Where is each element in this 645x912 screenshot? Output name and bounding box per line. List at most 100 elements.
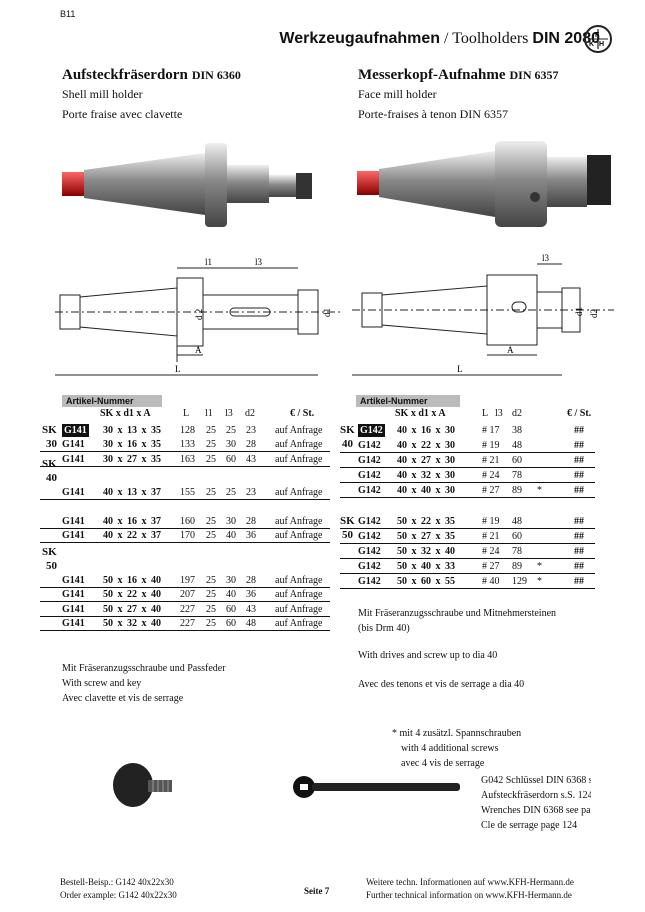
length-L: 207 [180, 589, 195, 600]
size-value: 40 x 40 x 30 [397, 485, 455, 496]
price: auf Anfrage [275, 618, 323, 629]
size-value: 50 x 22 x 40 [103, 589, 161, 600]
shell-mill-holder-drawing: l1 l3 d 2 d1 A L [55, 257, 340, 376]
right-notes-en: With drives and screw up to dia 40 [358, 650, 498, 661]
price: ## [574, 440, 584, 451]
sk-label: SK [42, 424, 57, 436]
length-l3: 60 [226, 604, 236, 615]
right-notes-fr: Avec des tenons et vis de serrage a dia … [358, 679, 525, 690]
size-value: 50 x 27 x 40 [103, 604, 161, 615]
wrench-photo [293, 776, 460, 798]
svg-text:F: F [595, 32, 600, 39]
size-value: 50 x 16 x 40 [103, 575, 161, 586]
article-code: G142 [358, 531, 381, 542]
svg-text:l1: l1 [205, 257, 212, 267]
length-l1: 25 [206, 575, 216, 586]
star-marker: * [537, 576, 542, 587]
diameter-d2: 43 [246, 604, 256, 615]
svg-text:l3: l3 [542, 253, 550, 263]
length-L: # 19 [482, 440, 500, 451]
article-code: G141 [62, 424, 89, 437]
length-l3: 89 [512, 485, 522, 496]
price: ## [574, 576, 584, 587]
length-l3: 60 [226, 618, 236, 629]
length-L: # 21 [482, 531, 500, 542]
size-value: 30 x 13 x 35 [103, 425, 161, 436]
length-L: 160 [180, 516, 195, 527]
face-mill-holder-drawing: l3 d2 d1 A L [352, 253, 614, 376]
price: auf Anfrage [275, 530, 323, 541]
right-notes-de: Mit Fräseranzugsschraube und Mitnehmerst… [358, 608, 557, 634]
price: ## [574, 485, 584, 496]
price: auf Anfrage [275, 439, 323, 450]
length-l1: 25 [206, 516, 216, 527]
article-code: G141 [62, 487, 85, 498]
article-code: G142 [358, 424, 385, 437]
length-l1: 25 [206, 439, 216, 450]
length-L: # 27 [482, 561, 500, 572]
size-value: 50 x 32 x 40 [103, 618, 161, 629]
length-L: # 24 [482, 470, 500, 481]
price: auf Anfrage [275, 487, 323, 498]
length-L: # 19 [482, 516, 500, 527]
article-code: G141 [62, 575, 85, 586]
diameter-d2: 36 [246, 589, 256, 600]
length-l3: 25 [226, 487, 236, 498]
article-code: G142 [358, 470, 381, 481]
size-value: 50 x 32 x 40 [397, 546, 455, 557]
size-value: 50 x 22 x 35 [397, 516, 455, 527]
length-l1: 25 [206, 454, 216, 465]
article-code: G141 [62, 618, 85, 629]
diameter-d2: 43 [246, 454, 256, 465]
page-number: Seite 7 [304, 886, 330, 896]
star-marker: * [537, 561, 542, 572]
size-value: 50 x 40 x 33 [397, 561, 455, 572]
length-l3: 30 [226, 575, 236, 586]
size-value: 40 x 27 x 30 [397, 455, 455, 466]
length-l3: 78 [512, 470, 522, 481]
svg-text:d1: d1 [574, 307, 584, 316]
star-notes: * mit 4 zusätzl. Spannschrauben with 4 a… [392, 728, 522, 769]
article-code: G142 [358, 455, 381, 466]
svg-text:d1: d1 [322, 308, 332, 317]
right-section-title: Messerkopf-Aufnahme DIN 6357 [358, 67, 559, 83]
svg-text:d 2: d 2 [194, 309, 204, 320]
footer-info: Weitere techn. Informationen auf www.KFH… [366, 877, 574, 900]
article-code: G141 [62, 530, 85, 541]
size-value: 40 x 16 x 37 [103, 516, 161, 527]
size-value: 30 x 27 x 35 [103, 454, 161, 465]
right-table-subheader: Artikel-Nummer [356, 395, 460, 407]
length-l3: 48 [512, 440, 522, 451]
length-l3: 40 [226, 530, 236, 541]
diameter-d2: 28 [246, 575, 256, 586]
length-L: 227 [180, 618, 195, 629]
length-L: 197 [180, 575, 195, 586]
page-code: B11 [60, 9, 76, 19]
size-value: 40 x 22 x 37 [103, 530, 161, 541]
length-l3: 129 [512, 576, 527, 587]
svg-text:A: A [195, 345, 202, 355]
face-mill-holder-photo [357, 141, 611, 227]
svg-text:L: L [457, 364, 463, 374]
length-l3: 30 [226, 516, 236, 527]
sk-size: 50 [342, 529, 353, 541]
length-L: # 27 [482, 485, 500, 496]
article-code: G142 [358, 516, 381, 527]
diameter-d2: 48 [246, 618, 256, 629]
sk-size: 40 [46, 472, 57, 484]
